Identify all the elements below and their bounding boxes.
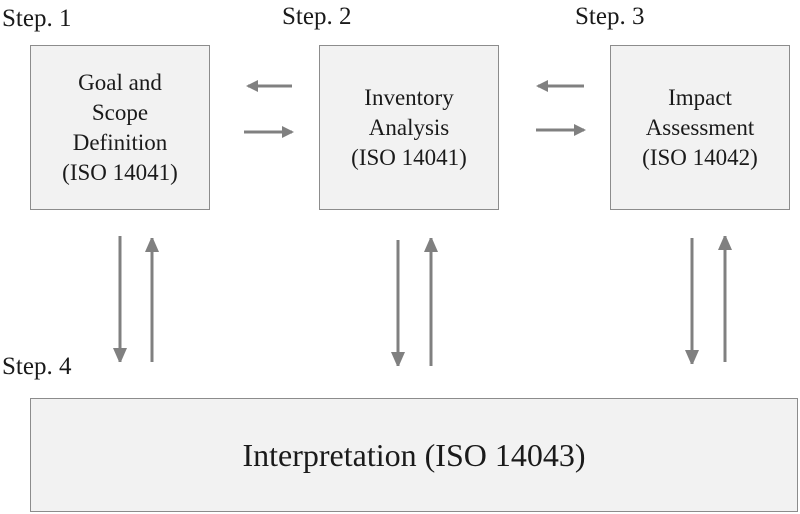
step-3-label: Step. 3 (575, 3, 645, 30)
goal-box-line-2: Scope (91, 99, 149, 125)
goal-box-line-4: (ISO 14041) (62, 159, 178, 185)
goal-scope-box: Goal and Scope Definition (ISO 14041) (30, 45, 210, 210)
step-2-label: Step. 2 (282, 3, 352, 30)
impact-box-line-3: (ISO 14042) (642, 144, 758, 170)
inventory-analysis-box: Inventory Analysis (ISO 14041) (319, 45, 499, 210)
inventory-box-line-1: Inventory (364, 84, 454, 110)
interpretation-box: Interpretation (ISO 14043) (30, 398, 798, 512)
inventory-box-line-2: Analysis (368, 114, 450, 140)
inventory-box-line-3: (ISO 14041) (351, 144, 467, 170)
goal-box-line-1: Goal and (78, 69, 162, 95)
impact-box-line-1: Impact (668, 84, 732, 110)
interpretation-label: Interpretation (ISO 14043) (242, 436, 586, 473)
impact-assessment-box: Impact Assessment (ISO 14042) (610, 45, 790, 210)
step-1-label: Step. 1 (2, 5, 72, 32)
step-4-label: Step. 4 (2, 353, 72, 380)
impact-box-line-2: Assessment (645, 114, 755, 140)
goal-box-line-3: Definition (72, 129, 168, 155)
